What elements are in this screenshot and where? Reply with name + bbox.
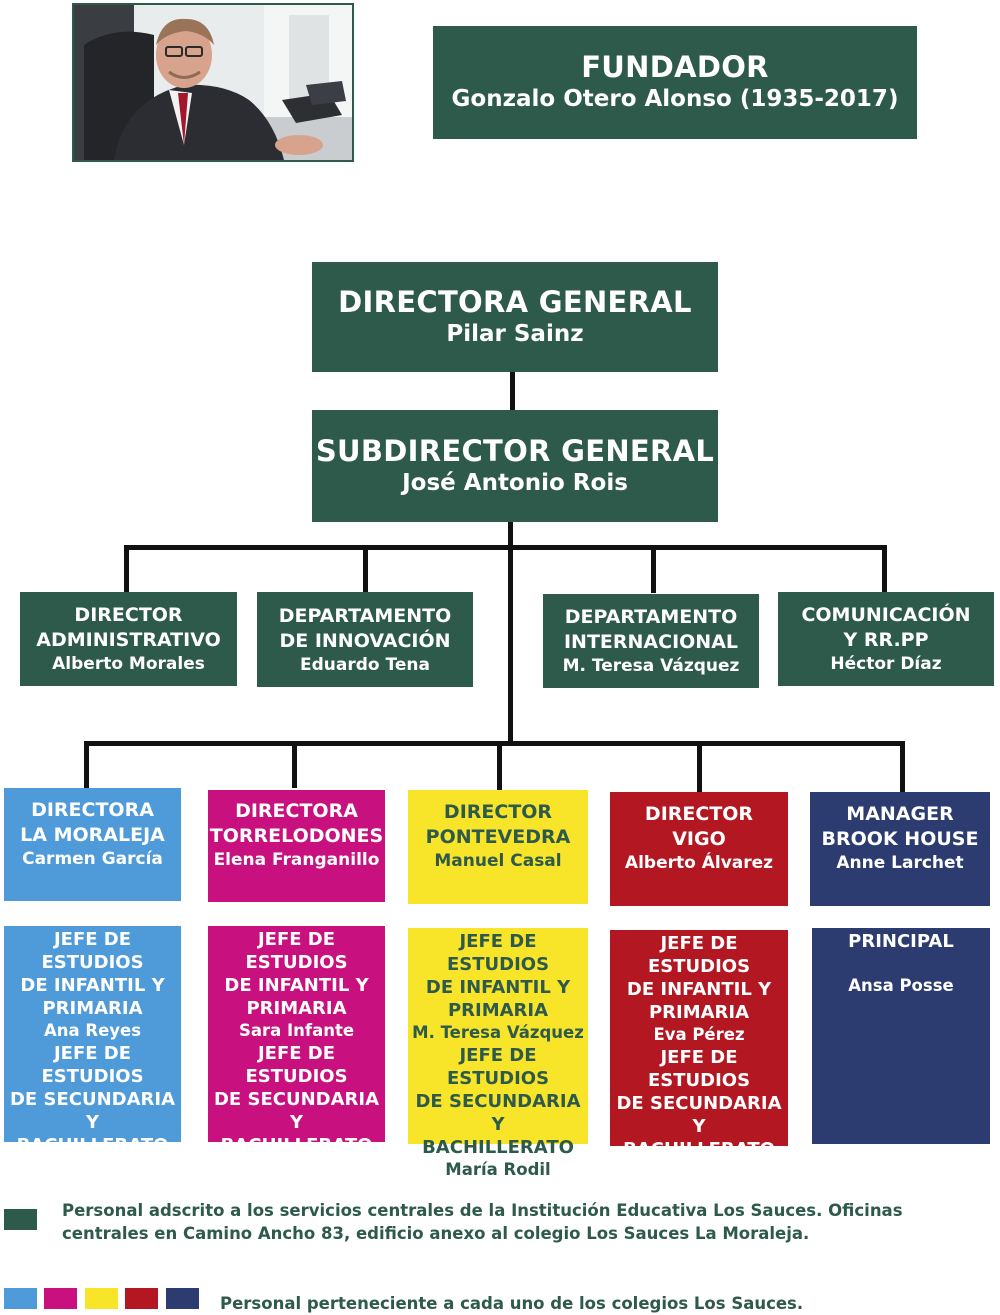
school-director-name: Anne Larchet [836,853,964,873]
department-name: Eduardo Tena [300,654,430,675]
staff-role: JEFE DE ESTUDIOS DE INFANTIL Y PRIMARIA [224,929,369,1019]
department-title: DEPARTAMENTO DE INNOVACIÓN [278,604,452,652]
department-title: DEPARTAMENTO INTERNACIONAL [563,606,739,653]
school-director-title: DIRECTORA LA MORALEJA [20,798,165,846]
legend-swatch-brook-house [166,1288,199,1309]
school-director-title: MANAGER BROOK HOUSE [821,803,979,850]
staff-name: Ansa Posse [848,976,954,995]
department-name: Héctor Díaz [830,654,942,674]
department-box-administrativo: DIRECTOR ADMINISTRATIVO Alberto Morales [20,592,237,686]
staff-role: JEFE DE ESTUDIOS DE SECUNDARIA Y BACHILL… [415,1045,581,1158]
department-box-internacional: DEPARTAMENTO INTERNACIONAL M. Teresa Váz… [543,594,759,688]
founder-photo [72,3,354,162]
school-director-title: DIRECTOR PONTEVEDRA [425,801,571,848]
director-general-name: Pilar Sainz [446,320,584,347]
connector-department-1 [124,545,129,593]
staff-name: Eva Pérez [653,1025,745,1044]
school-box-brook-house: MANAGER BROOK HOUSE Anne Larchet [810,792,990,906]
staff-name: M. Teresa Vázquez [412,1023,584,1042]
staff-box-brook-house: PRINCIPAL Ansa Posse [812,928,990,1144]
legend-text-central: Personal adscrito a los servicios centra… [62,1201,903,1243]
staff-name: Ana Reyes [43,1021,142,1040]
staff-box-vigo: JEFE DE ESTUDIOS DE INFANTIL Y PRIMARIA … [610,930,788,1181]
school-box-la-moraleja: DIRECTORA LA MORALEJA Carmen García [4,788,181,901]
connector-schools-bar [84,741,905,746]
connector-school-2 [292,741,297,788]
school-director-title: DIRECTOR VIGO [644,803,754,850]
connector-school-5 [900,741,905,792]
founder-name: Gonzalo Otero Alonso (1935-2017) [451,86,899,112]
subdirector-general-name: José Antonio Rois [402,469,628,496]
legend-swatch-la-moraleja [4,1288,37,1309]
founder-portrait-image [74,5,352,160]
school-director-name: Elena Franganillo [213,850,380,870]
school-director-title: DIRECTORA TORRELODONES [209,800,384,847]
subdirector-general-box: SUBDIRECTOR GENERAL José Antonio Rois [312,410,718,522]
staff-name: María Rodil [445,1160,551,1179]
staff-role: JEFE DE ESTUDIOS DE INFANTIL Y PRIMARIA [425,931,571,1021]
department-name: M. Teresa Vázquez [562,656,740,676]
connector-school-3 [497,741,502,790]
staff-role: JEFE DE ESTUDIOS DE INFANTIL Y PRIMARIA [20,929,165,1019]
department-box-comunicacion: COMUNICACIÓN Y RR.PP Héctor Díaz [778,592,994,686]
connector-school-4 [697,741,702,792]
staff-box-pontevedra: JEFE DE ESTUDIOS DE INFANTIL Y PRIMARIA … [408,928,588,1179]
staff-name: Manuel Alonso [630,1162,768,1181]
connector-department-3 [651,545,656,593]
connector-director-to-subdirector [510,372,515,410]
staff-name: Fernando del Valle [5,1158,180,1177]
department-box-innovacion: DEPARTAMENTO DE INNOVACIÓN Eduardo Tena [257,592,473,687]
connector-trunk [508,522,513,745]
staff-role: JEFE DE ESTUDIOS DE SECUNDARIA Y BACHILL… [9,1043,175,1156]
school-director-name: Alberto Álvarez [624,853,774,873]
staff-role: PRINCIPAL [848,931,954,952]
founder-box: FUNDADOR Gonzalo Otero Alonso (1935-2017… [433,26,917,139]
staff-box-la-moraleja: JEFE DE ESTUDIOS DE INFANTIL Y PRIMARIA … [4,926,181,1177]
school-box-pontevedra: DIRECTOR PONTEVEDRA Manuel Casal [408,790,588,904]
founder-title: FUNDADOR [581,50,769,84]
connector-school-1 [84,741,89,788]
school-box-vigo: DIRECTOR VIGO Alberto Álvarez [610,792,788,906]
school-director-name: Manuel Casal [434,851,562,871]
connector-departments-bar [124,545,887,550]
staff-role: JEFE DE ESTUDIOS DE SECUNDARIA Y BACHILL… [616,1047,782,1160]
legend-swatch-vigo [125,1288,158,1309]
legend-text-schools: Personal perteneciente a cada uno de los… [220,1294,804,1313]
connector-department-2 [363,545,368,593]
staff-name: Sara Infante [238,1021,355,1040]
staff-name: Eduardo Tena [233,1158,360,1177]
department-title: COMUNICACIÓN Y RR.PP [801,604,971,651]
department-name: Alberto Morales [52,654,205,674]
legend-swatch-pontevedra [85,1288,118,1309]
legend-swatch-central [4,1209,37,1230]
school-director-name: Carmen García [22,848,163,869]
school-box-torrelodones: DIRECTORA TORRELODONES Elena Franganillo [208,790,385,902]
subdirector-general-title: SUBDIRECTOR GENERAL [315,433,715,468]
staff-role: JEFE DE ESTUDIOS DE INFANTIL Y PRIMARIA [626,933,772,1023]
director-general-box: DIRECTORA GENERAL Pilar Sainz [312,262,718,372]
department-title: DIRECTOR ADMINISTRATIVO [36,604,221,651]
connector-department-4 [882,545,887,593]
director-general-title: DIRECTORA GENERAL [338,284,692,319]
legend-swatch-torrelodones [44,1288,77,1309]
staff-box-torrelodones: JEFE DE ESTUDIOS DE INFANTIL Y PRIMARIA … [208,926,385,1177]
staff-role: JEFE DE ESTUDIOS DE SECUNDARIA Y BACHILL… [213,1043,379,1156]
